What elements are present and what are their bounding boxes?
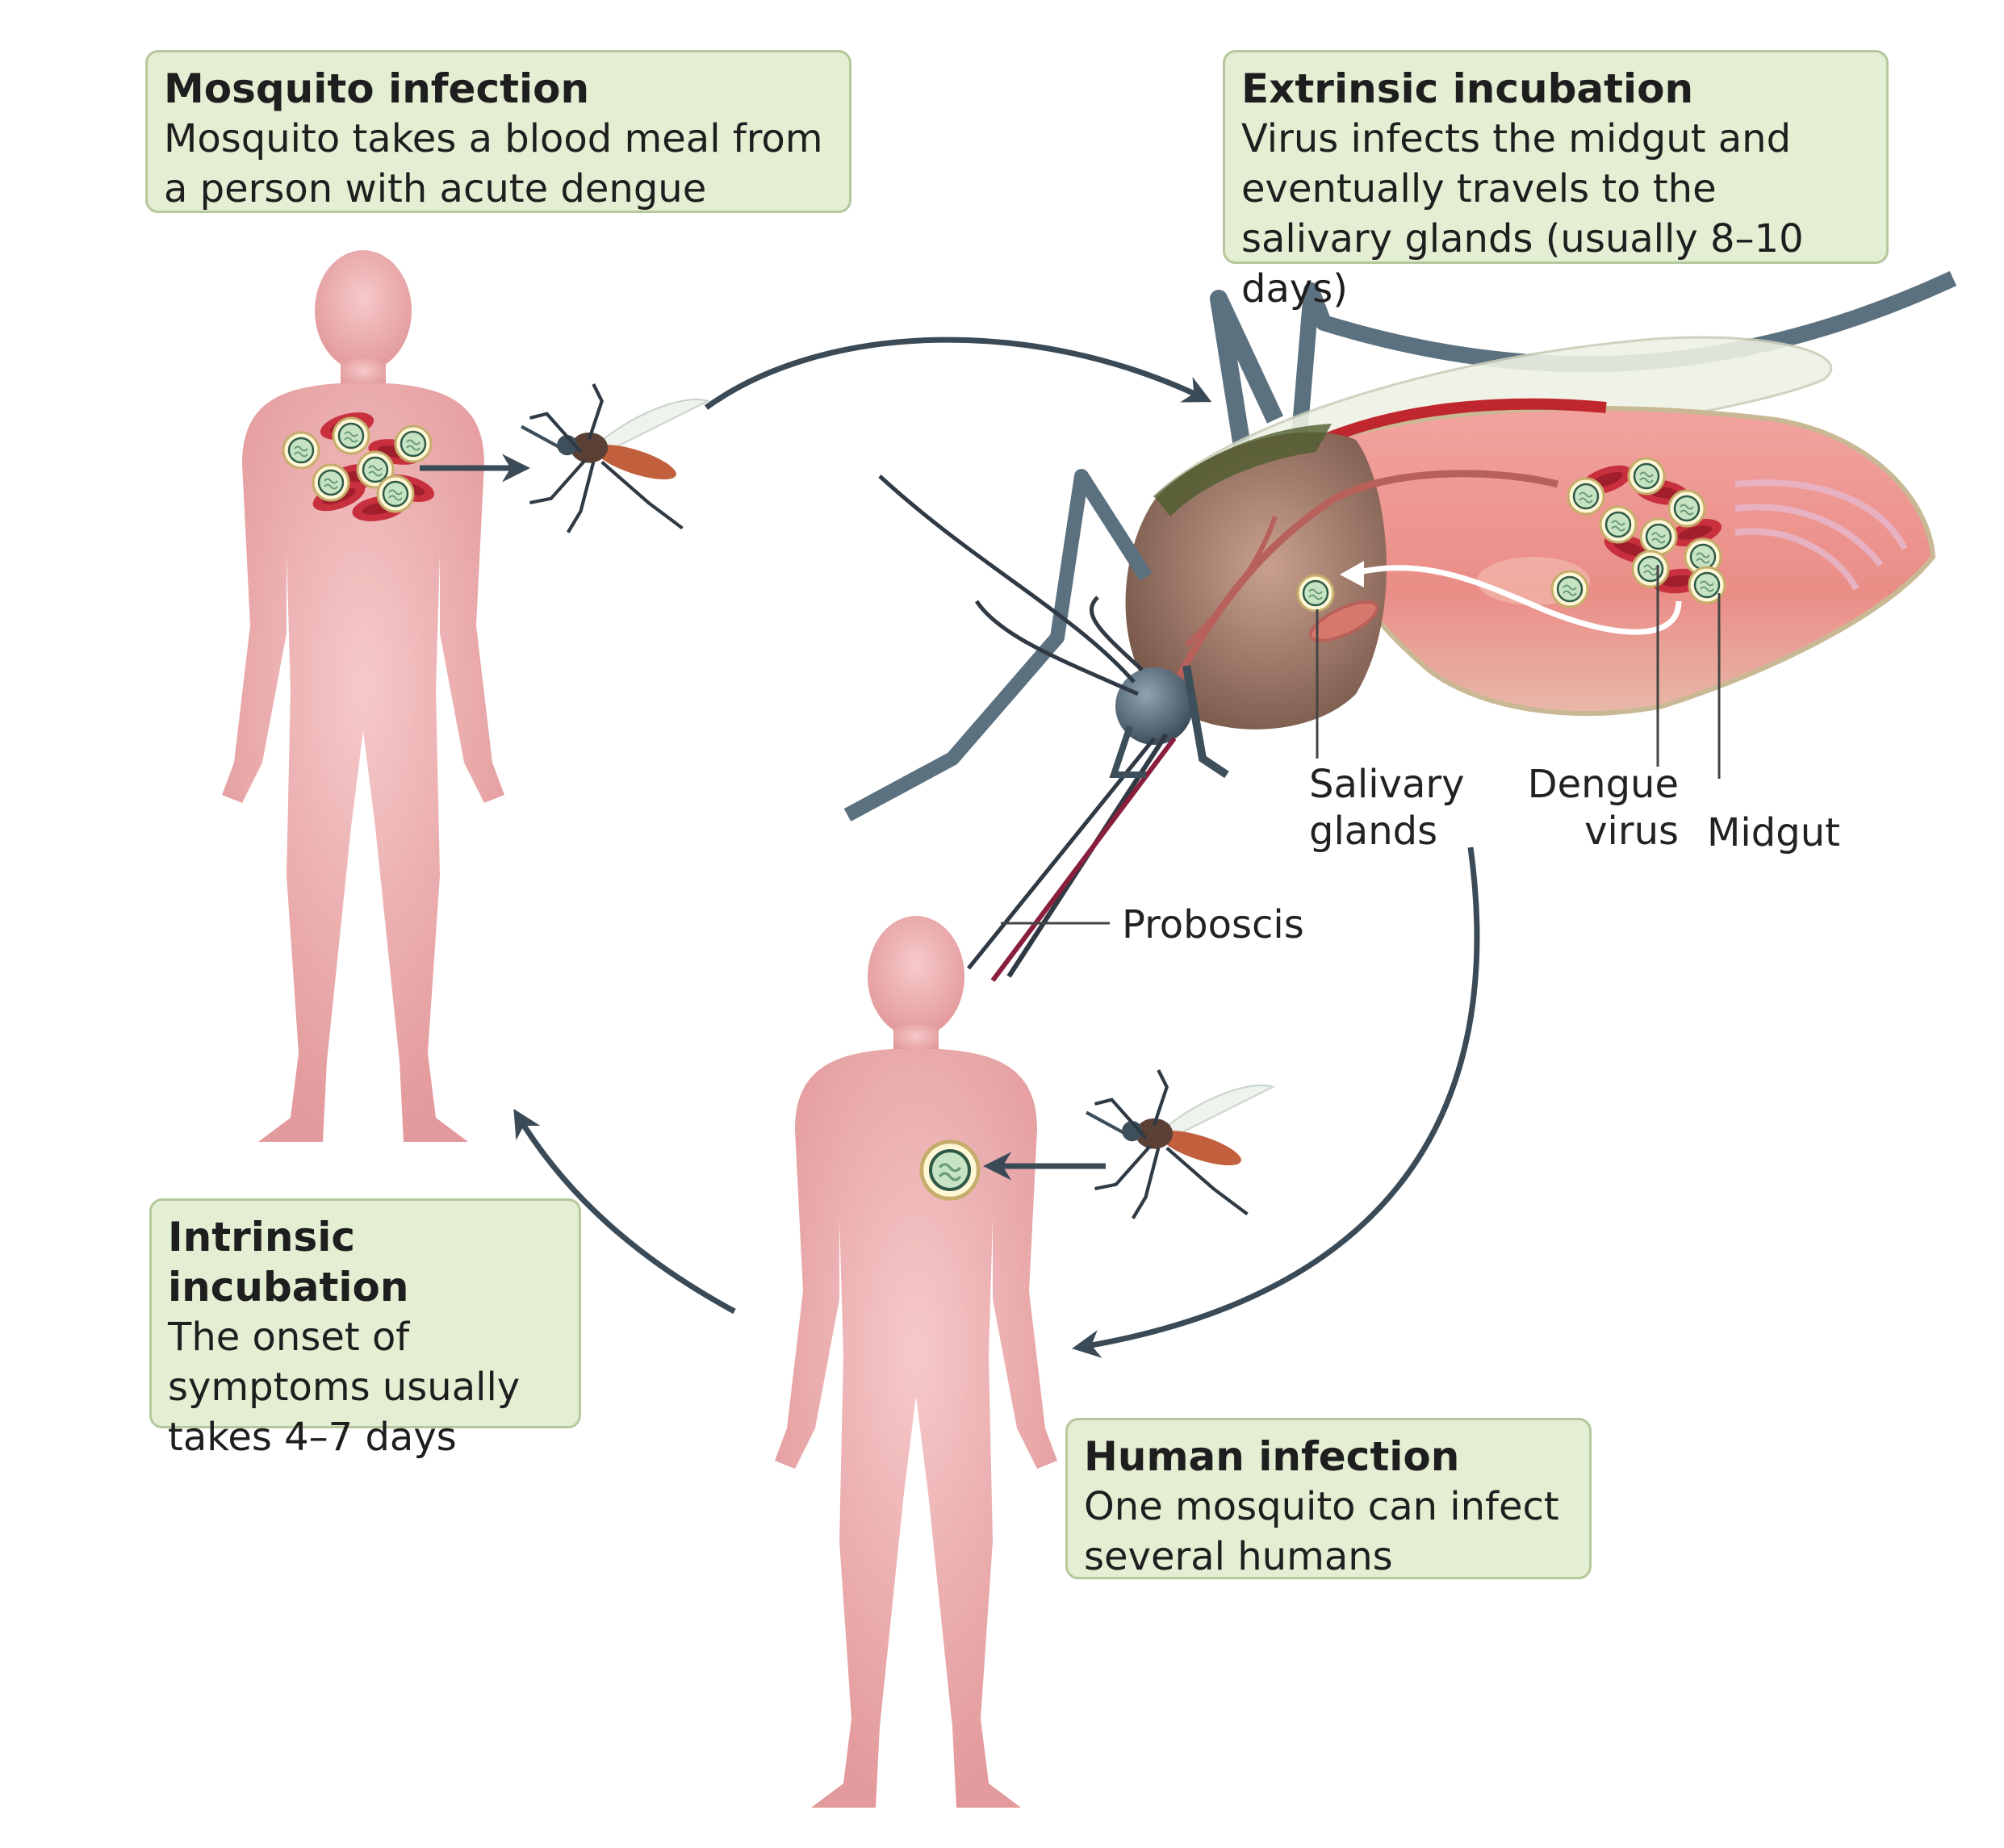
cycle-arrow-top [704, 337, 1212, 410]
dengue-virus-icon [282, 431, 320, 470]
extrinsic-incubation-title: Extrinsic incubation [1241, 65, 1694, 112]
salivary-glands-label: Salivary glands [1309, 762, 1465, 854]
dengue-virus-label: Dengue virus [1527, 762, 1679, 854]
human-infection-title: Human infection [1084, 1433, 1460, 1480]
extrinsic-incubation-desc: Virus infects the midgut and eventually … [1241, 116, 1804, 311]
midgut-label: Midgut [1707, 810, 1840, 855]
intrinsic-incubation-title: Intrinsic incubation [168, 1214, 409, 1311]
mosquito-infection-desc: Mosquito takes a blood meal from a perso… [164, 116, 823, 211]
human-infection-desc: One mosquito can infect several humans [1084, 1484, 1559, 1579]
mosquito-infection-title: Mosquito infection [164, 65, 590, 112]
infected-human-figure-top-left [222, 250, 504, 1142]
human-infection-box: Human infection One mosquito can infect … [1065, 1418, 1592, 1579]
virus-inoculation-icon [922, 1142, 978, 1198]
mosquito-icon-bottom [1086, 1070, 1273, 1219]
intrinsic-incubation-box: Intrinsic incubation The onset of sympto… [149, 1198, 581, 1460]
cutaway-mosquito-illustration [843, 270, 1957, 982]
cycle-arrow-right [1072, 847, 1480, 1358]
human-figure-bottom-center [775, 916, 1057, 1808]
intrinsic-incubation-desc: The onset of symptoms usually takes 4–7 … [168, 1315, 521, 1460]
extrinsic-incubation-box: Extrinsic incubation Virus infects the m… [1223, 50, 1889, 311]
cycle-arrow-left [513, 1108, 736, 1315]
proboscis-label: Proboscis [1122, 902, 1304, 947]
mosquito-icon-top [521, 384, 708, 533]
mosquito-infection-box: Mosquito infection Mosquito takes a bloo… [145, 50, 851, 213]
